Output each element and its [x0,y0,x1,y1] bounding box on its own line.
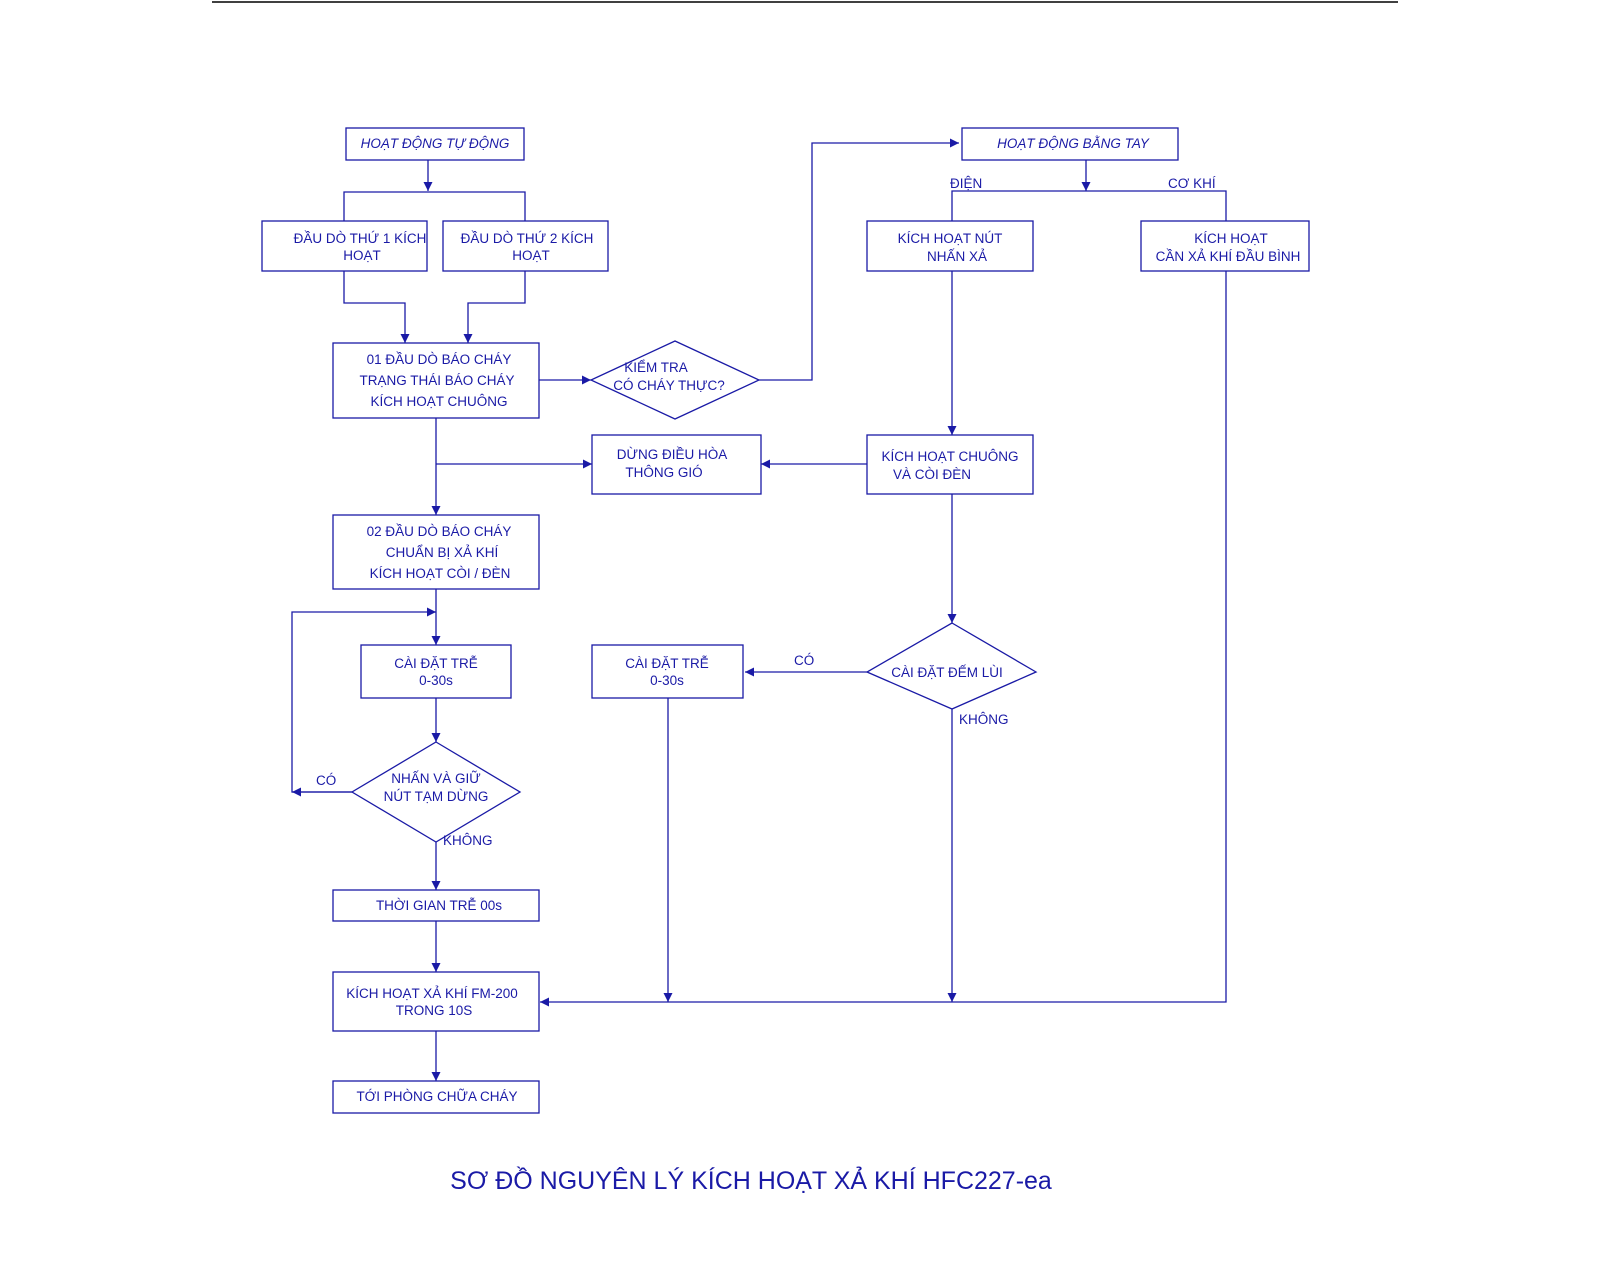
delay-mid-line-2: 0-30s [650,673,684,688]
alarm-01-line-1: 01 ĐẦU DÒ BÁO CHÁY [367,352,512,367]
node-detector-1: ĐẦU DÒ THỨ 1 KÍCH HOẠT [261,220,428,272]
to-room-label: TỚI PHÒNG CHỮA CHÁY [356,1089,517,1104]
node-alarm-02: 02 ĐẦU DÒ BÁO CHÁY CHUẨN BỊ XẢ KHÍ KÍCH … [332,514,540,590]
label-electric: ĐIỆN [950,176,982,191]
mech-lever-line-2: CẦN XẢ KHÍ ĐẦU BÌNH [1156,249,1301,264]
decision-check-fire: KIỂM TRA CÓ CHÁY THỰC? [589,340,761,420]
label-yes-left: CÓ [316,773,336,788]
stop-hvac-line-1: DỪNG ĐIỀU HÒA [617,447,728,462]
label-no-right: KHÔNG [959,712,1009,727]
delay-mid-line-1: CÀI ĐẶT TRỄ [625,656,709,671]
delay-left-line-2: 0-30s [419,673,453,688]
node-discharge: KÍCH HOẠT XẢ KHÍ FM-200 TRONG 10S [332,971,540,1032]
detector-2-line-1: ĐẦU DÒ THỨ 2 KÍCH [461,231,594,246]
stop-hvac-line-2: THÔNG GIÓ [625,465,702,480]
alarm-01-line-2: TRẠNG THÁI BÁO CHÁY [359,373,514,388]
alarm-01-line-3: KÍCH HOẠT CHUÔNG [370,394,507,409]
manual-mode-label: HOẠT ĐỘNG BẰNG TAY [997,136,1150,151]
diagram-title: SƠ ĐỒ NGUYÊN LÝ KÍCH HOẠT XẢ KHÍ HFC227-… [450,1165,1052,1195]
label-no-left: KHÔNG [443,833,493,848]
alarm-02-line-3: KÍCH HOẠT CÒI / ĐÈN [370,566,511,581]
check-fire-line-2: CÓ CHÁY THỰC? [613,378,725,393]
connectors [291,138,1227,1081]
node-detector-2: ĐẦU DÒ THỨ 2 KÍCH HOẠT [442,220,609,272]
check-fire-line-1: KIỂM TRA [624,360,688,375]
countdown-label: CÀI ĐẶT ĐẾM LÙI [891,665,1003,680]
node-delay-left: CÀI ĐẶT TRỄ 0-30s [360,644,512,699]
node-to-room: TỚI PHÒNG CHỮA CHÁY [332,1080,540,1114]
node-mech-lever: KÍCH HOẠT CẦN XẢ KHÍ ĐẦU BÌNH [1140,220,1310,272]
label-mechanical: CƠ KHÍ [1168,176,1216,191]
decision-countdown: CÀI ĐẶT ĐẾM LÙI [865,622,1038,710]
discharge-line-2: TRONG 10S [396,1003,473,1018]
bell-lamp-line-1: KÍCH HOẠT CHUÔNG [881,449,1018,464]
node-bell-lamp: KÍCH HOẠT CHUÔNG VÀ CÒI ĐÈN [866,434,1034,495]
alarm-02-line-2: CHUẨN BỊ XẢ KHÍ [386,545,499,560]
delay-left-line-1: CÀI ĐẶT TRỄ [394,656,478,671]
discharge-line-1: KÍCH HOẠT XẢ KHÍ FM-200 [346,986,518,1001]
auto-mode-label: HOẠT ĐỘNG TỰ ĐỘNG [361,136,510,151]
hold-pause-line-1: NHẤN VÀ GIỮ [391,771,481,786]
node-alarm-01: 01 ĐẦU DÒ BÁO CHÁY TRẠNG THÁI BÁO CHÁY K… [332,342,540,419]
detector-1-line-1: ĐẦU DÒ THỨ 1 KÍCH [294,231,427,246]
alarm-02-line-1: 02 ĐẦU DÒ BÁO CHÁY [367,524,512,539]
node-auto-mode: HOẠT ĐỘNG TỰ ĐỘNG [345,127,525,161]
node-press-button: KÍCH HOẠT NÚT NHẤN XẢ [866,220,1034,272]
node-manual-mode: HOẠT ĐỘNG BẰNG TAY [961,127,1179,161]
node-delay-00: THỜI GIAN TRỄ 00s [332,889,540,922]
delay-00-label: THỜI GIAN TRỄ 00s [376,898,502,913]
detector-1-line-2: HOẠT [343,248,381,263]
bell-lamp-line-2: VÀ CÒI ĐÈN [893,467,971,482]
node-delay-mid: CÀI ĐẶT TRỄ 0-30s [591,644,744,699]
node-stop-hvac: DỪNG ĐIỀU HÒA THÔNG GIÓ [591,434,762,495]
label-yes-right: CÓ [794,653,814,668]
detector-2-line-2: HOẠT [512,248,550,263]
hold-pause-line-2: NÚT TẠM DỪNG [384,789,489,804]
mech-lever-line-1: KÍCH HOẠT [1194,231,1268,246]
press-button-line-2: NHẤN XẢ [927,249,987,264]
press-button-line-1: KÍCH HOẠT NÚT [898,231,1003,246]
decision-hold-pause: NHẤN VÀ GIỮ NÚT TẠM DỪNG [350,741,522,843]
